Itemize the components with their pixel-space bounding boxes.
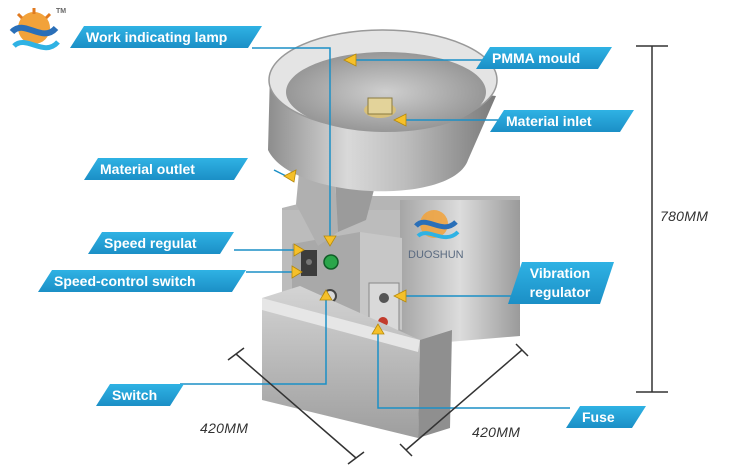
- arrow-icon: [371, 323, 385, 335]
- speed-knob-icon: [306, 259, 312, 265]
- dimension-height: 780MM: [660, 208, 709, 224]
- vibration-label-line1: Vibration: [529, 265, 591, 281]
- arrow-markers: [283, 53, 407, 335]
- arrow-icon: [291, 265, 303, 279]
- cabinet-logo: [414, 210, 460, 240]
- label-material-outlet: Material outlet: [84, 158, 248, 180]
- leader-lines: [180, 47, 570, 409]
- label-vibration-regulator: Vibration regulator: [508, 262, 614, 304]
- arrow-icon: [283, 169, 297, 183]
- width-dimension-left: [227, 347, 365, 465]
- arrow-icon: [393, 113, 407, 127]
- arrow-icon: [343, 53, 357, 67]
- work-lamp-icon: [323, 254, 339, 270]
- dimension-width-left: 420MM: [200, 420, 249, 436]
- collection-tray: [262, 286, 452, 438]
- arrow-icon: [393, 289, 407, 303]
- arrow-icon: [293, 243, 305, 257]
- arrow-icon: [323, 235, 337, 247]
- label-material-inlet: Material inlet: [490, 110, 634, 132]
- label-work-indicating-lamp: Work indicating lamp: [70, 26, 262, 48]
- label-pmma-mould: PMMA mould: [476, 47, 612, 69]
- label-switch: Switch: [96, 384, 184, 406]
- arrow-icon: [319, 289, 333, 301]
- vibration-label-line2: regulator: [529, 284, 591, 300]
- dimension-width-right: 420MM: [472, 424, 521, 440]
- cabinet-brand-text: DUOSHUN: [408, 249, 464, 261]
- label-speed-control-switch: Speed-control switch: [38, 270, 246, 292]
- trademark-mark: TM: [56, 8, 67, 15]
- vibration-knob-icon: [379, 293, 389, 303]
- label-fuse: Fuse: [566, 406, 646, 428]
- pmma-bowl: [268, 29, 498, 192]
- height-dimension: [636, 45, 668, 393]
- label-speed-regulator: Speed regulat: [88, 232, 234, 254]
- brand-logo-icon: [9, 8, 60, 51]
- width-dimension-right: [399, 343, 529, 457]
